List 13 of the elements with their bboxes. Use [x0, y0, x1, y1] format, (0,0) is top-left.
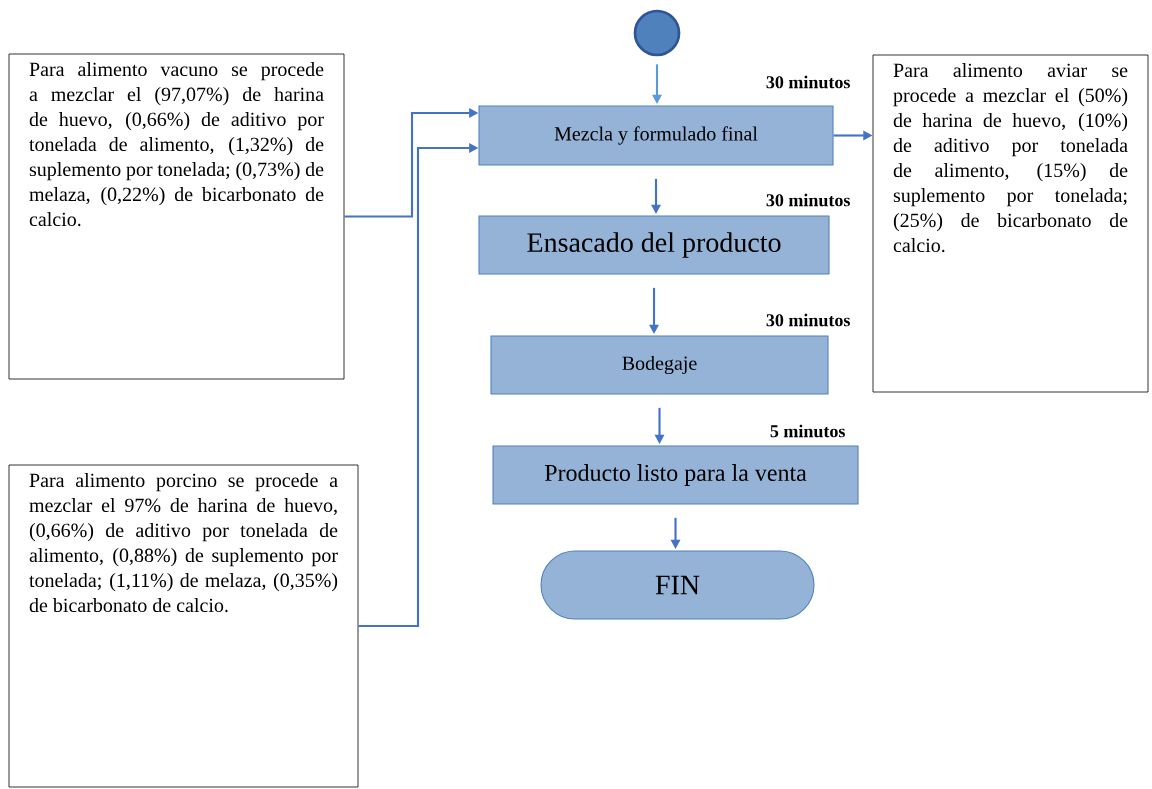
- process-box: Producto listo para la venta: [492, 445, 859, 505]
- note-box: Para alimento aviar se procede a mezclar el (50%) de harina de huevo, (10%) de aditivo por tonelada de alimento, (15%) de suplemento por tonelada; (25%) de bicarbonato de calcio.: [872, 54, 1149, 393]
- duration-label: 30 minutos: [766, 313, 850, 327]
- start-circle: [633, 9, 681, 57]
- process-box: Ensacado del producto: [478, 215, 830, 275]
- duration-label: 30 minutos: [766, 75, 850, 89]
- end-terminal: FIN: [540, 550, 815, 620]
- note-box: Para alimento porcino se procede a mezclar el 97% de harina de huevo, (0,66%) de aditivo por tonelada de alimento, (0,88%) de suplemento por tonelada; (1,11%) de melaza, (0,35%) de bicarbonato de calcio.: [8, 464, 359, 788]
- process-box: Mezcla y formulado final: [478, 105, 834, 166]
- process-box: Bodegaje: [490, 335, 829, 395]
- note-box: Para alimento vacuno se procede a mezclar el (97,07%) de harina de huevo, (0,66%) de aditivo por tonelada de alimento, (1,32%) de suplemento por tonelada; (0,73%) de melaza, (0,22%) de bicarbonato de calcio.: [8, 53, 345, 380]
- duration-label: 30 minutos: [766, 193, 850, 207]
- duration-label: 5 minutos: [770, 424, 845, 438]
